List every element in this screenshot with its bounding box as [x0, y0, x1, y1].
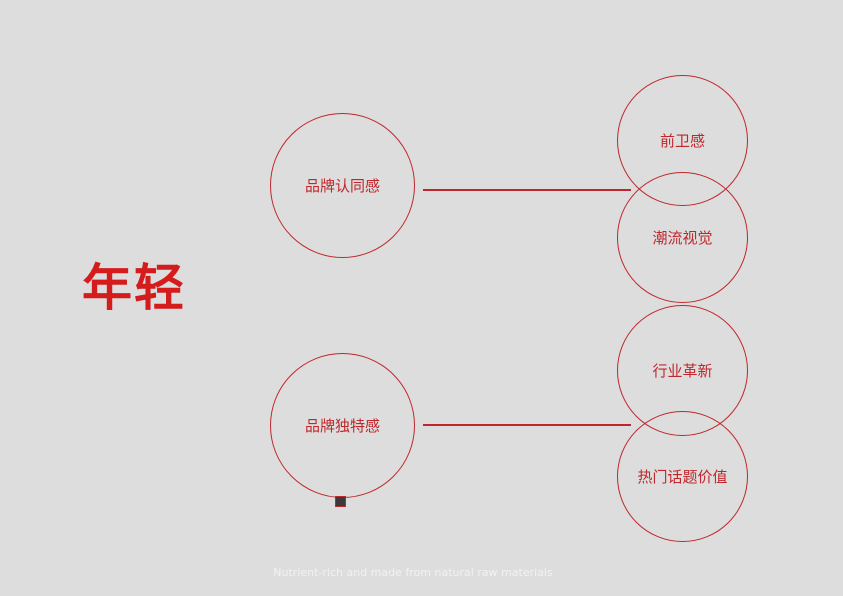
connector-line-bottom [423, 424, 631, 426]
node-brand-uniqueness: 品牌独特感 [270, 353, 415, 498]
node-label: 热门话题价值 [637, 468, 728, 486]
node-label: 行业革新 [652, 362, 713, 380]
main-title: 年轻 [82, 259, 186, 317]
footer-caption: Nutrient-rich and made from natural raw … [273, 566, 553, 579]
node-brand-recognition: 品牌认同感 [270, 113, 415, 258]
node-label: 潮流视觉 [652, 229, 713, 247]
node-label: 品牌认同感 [304, 177, 380, 195]
node-hot-topic-value: 热门话题价值 [617, 411, 748, 542]
node-label: 前卫感 [659, 132, 705, 150]
selection-handle[interactable] [335, 496, 346, 507]
connector-line-top [423, 189, 631, 191]
node-label: 品牌独特感 [304, 417, 380, 435]
node-trendy-visual: 潮流视觉 [617, 172, 748, 303]
